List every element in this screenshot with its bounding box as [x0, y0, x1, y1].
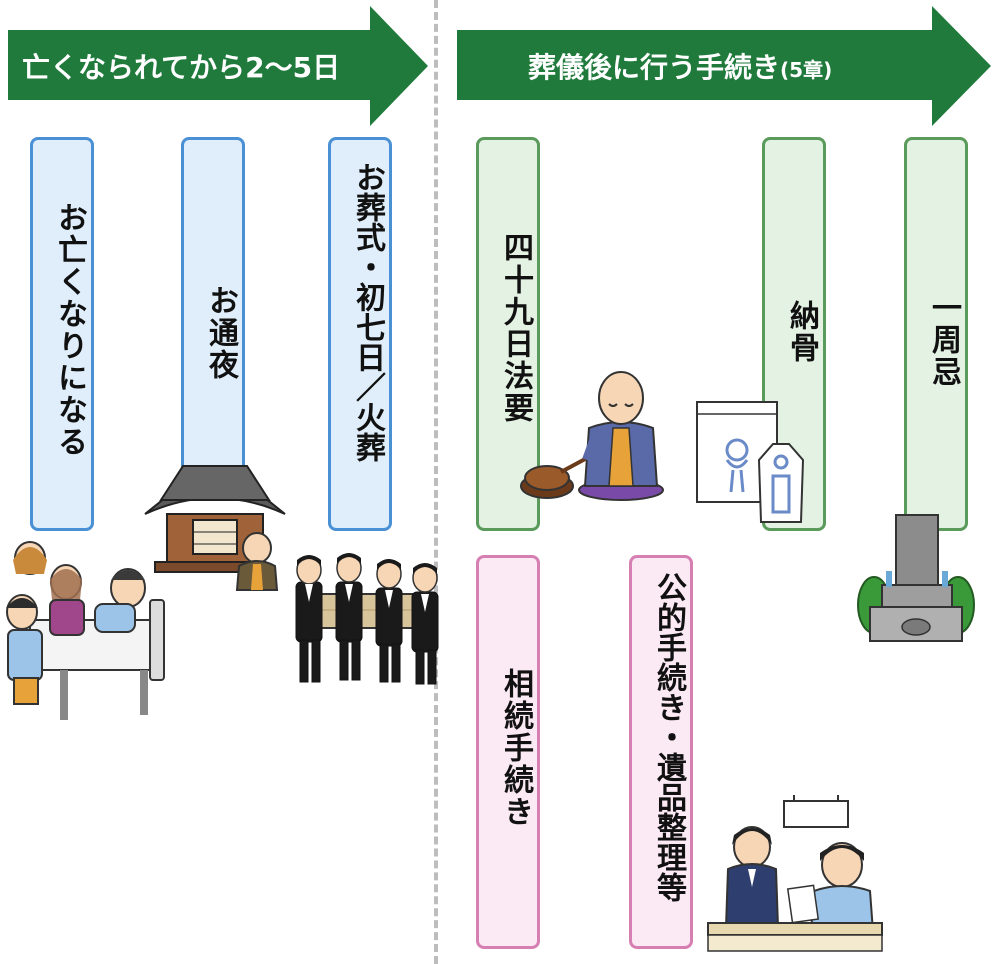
- card-inheritance: 相続手続き: [476, 555, 540, 949]
- family-at-hospital-bed-icon: [6, 541, 165, 720]
- urn-and-memorial-tablet-icon: [696, 401, 805, 523]
- phase-arrow-right: [457, 6, 991, 126]
- card-first-anniversary-label: 一周忌: [926, 292, 961, 388]
- temple-with-priest-icon: [144, 465, 286, 591]
- phase-label-left: 亡くなられてから2〜5日: [22, 51, 341, 84]
- phase-arrow-left: [8, 6, 428, 126]
- card-public-procedures-label: 公的手続き・遺品整理等: [651, 572, 686, 902]
- service-counter-icon: [707, 795, 883, 952]
- gravestone-icon: [857, 514, 975, 642]
- card-funeral: お葬式・初七日／火葬: [328, 137, 392, 531]
- card-inheritance-label: 相続手続き: [498, 668, 533, 828]
- phase-label-right: 葬儀後に行う手続き(5章): [528, 51, 833, 84]
- card-interment-label: 納骨: [784, 300, 819, 364]
- card-wake-label: お通夜: [203, 285, 238, 381]
- card-49th-day: 四十九日法要: [476, 137, 540, 531]
- card-death: お亡くなりになる: [30, 137, 94, 531]
- card-49th-day-label: 四十九日法要: [498, 232, 533, 424]
- card-first-anniversary: 一周忌: [904, 137, 968, 531]
- card-public-procedures: 公的手続き・遺品整理等: [629, 555, 693, 949]
- card-wake: お通夜: [181, 137, 245, 477]
- chapter-note: (5章): [780, 58, 833, 82]
- pallbearers-carrying-coffin-icon: [295, 553, 439, 685]
- card-funeral-label: お葬式・初七日／火葬: [350, 162, 385, 462]
- monk-striking-bell-icon: [520, 371, 664, 501]
- phase-divider: [434, 0, 438, 964]
- card-death-label: お亡くなりになる: [52, 202, 87, 458]
